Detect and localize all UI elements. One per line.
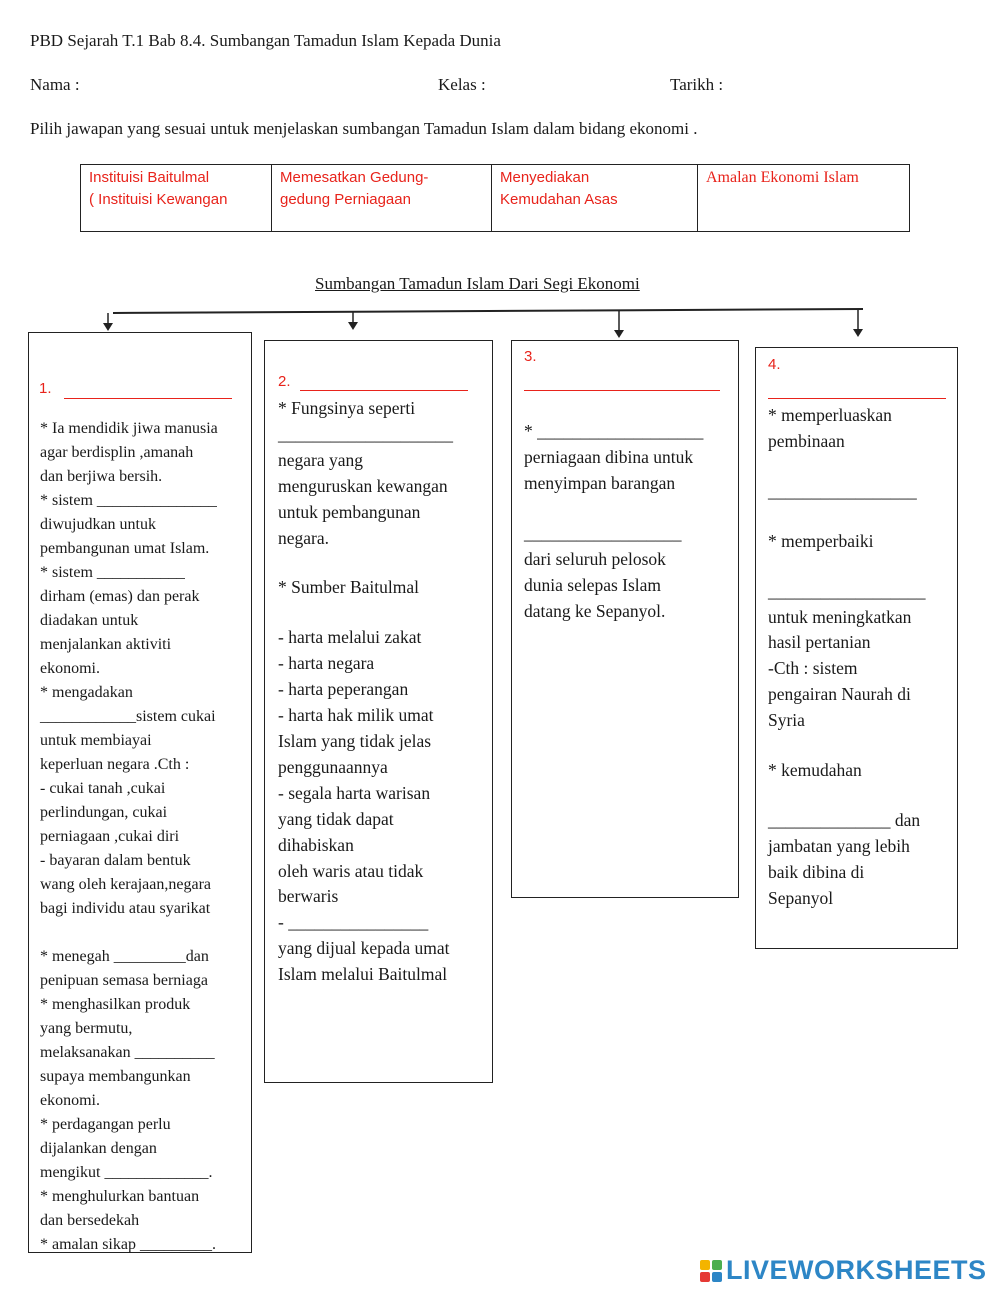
box-3-content: * ___________________perniagaan dibina u… <box>524 421 704 621</box>
box-3-number: 3. <box>524 348 537 365</box>
nama-label: Nama : <box>30 75 80 94</box>
instruction-text: Pilih jawapan yang sesuai untuk menjelas… <box>30 119 698 138</box>
box-4-answer-blank[interactable] <box>768 398 946 399</box>
box-4-number: 4. <box>768 356 781 373</box>
option-cell-1[interactable]: Instituisi Baitulmal ( Instituisi Kewang… <box>81 165 272 231</box>
kelas-label: Kelas : <box>438 75 486 94</box>
box-1 <box>28 332 252 1253</box>
connector-arrows <box>103 308 864 338</box>
logo-square-1 <box>700 1259 710 1270</box>
option-cell-2[interactable]: Memesatkan Gedung- gedung Perniagaan <box>272 165 492 231</box>
box-3-answer-blank[interactable] <box>524 390 720 391</box>
box-1-answer-blank[interactable] <box>64 398 232 399</box>
answer-options-table: Instituisi Baitulmal ( Instituisi Kewang… <box>80 164 910 232</box>
box-3 <box>511 340 739 898</box>
box-1-number: 1. <box>39 380 52 397</box>
box-2 <box>264 340 493 1083</box>
box-2-number: 2. <box>278 373 291 390</box>
diagram-title: Sumbangan Tamadun Islam Dari Segi Ekonom… <box>315 274 640 293</box>
logo-text: LIVEWORKSHEETS <box>726 1255 987 1285</box>
worksheet-title: PBD Sejarah T.1 Bab 8.4. Sumbangan Tamad… <box>30 31 501 50</box>
box-4 <box>755 347 958 949</box>
option-cell-3[interactable]: Menyediakan Kemudahan Asas <box>492 165 698 231</box>
logo-square-2 <box>712 1259 722 1270</box>
logo-square-3 <box>700 1271 710 1282</box>
box-2-content: * Fungsinya seperti____________________n… <box>278 398 453 985</box>
logo-mark-icon <box>700 1259 722 1282</box>
logo-square-4 <box>712 1271 722 1282</box>
box-2-answer-blank[interactable] <box>300 390 468 391</box>
option-cell-4[interactable]: Amalan Ekonomi Islam <box>706 169 859 186</box>
tarikh-label: Tarikh : <box>670 75 724 94</box>
liveworksheets-logo: LIVEWORKSHEETS <box>700 1255 987 1286</box>
